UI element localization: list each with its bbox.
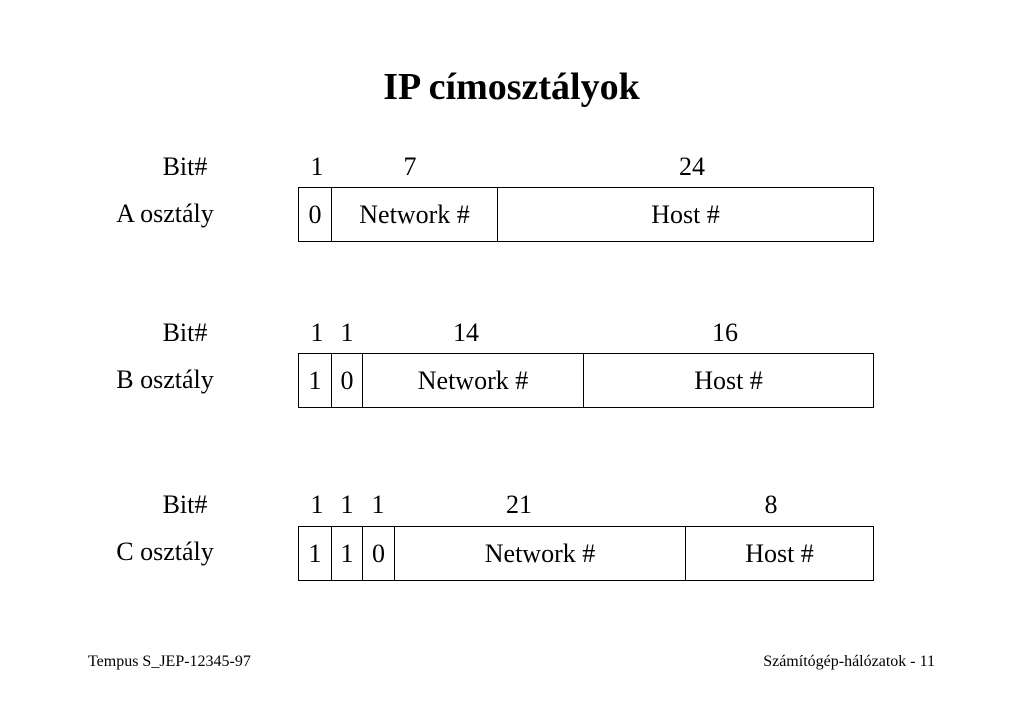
network-field-cell: Network #: [331, 188, 497, 241]
leading-bit-cell: 1: [308, 365, 322, 395]
bit-count: 21: [506, 490, 532, 519]
bit-count: 1: [310, 152, 324, 181]
bit-count: 24: [679, 152, 705, 181]
bit-count: 16: [712, 318, 738, 347]
leading-bit-cell: 1: [331, 527, 362, 580]
bit-count: 8: [764, 490, 778, 519]
host-field-cell: Host #: [583, 354, 873, 407]
bit-count: 1: [340, 318, 354, 347]
address-format-box: 0 Network # Host #: [298, 187, 874, 242]
footer-left: Tempus S_JEP-12345-97: [88, 653, 251, 670]
bit-count: 14: [453, 318, 479, 347]
class-label: A osztály: [116, 199, 214, 228]
host-field-cell: Host #: [497, 188, 873, 241]
class-label: B osztály: [116, 365, 214, 394]
leading-bit-cell: 0: [362, 527, 394, 580]
bit-count: 1: [310, 490, 324, 519]
bit-label: Bit#: [162, 152, 208, 181]
bit-label: Bit#: [162, 318, 208, 347]
leading-bit-cell: 0: [308, 199, 322, 229]
bit-label: Bit#: [162, 490, 208, 519]
class-a-section: Bit# 1 7 24 A osztály 0 Network # Host #: [0, 152, 1023, 252]
leading-bit-cell: 0: [331, 354, 362, 407]
bit-count: 1: [310, 318, 324, 347]
bit-count: 7: [403, 152, 417, 181]
bit-count: 1: [340, 490, 354, 519]
bit-count: 1: [371, 490, 385, 519]
network-field-cell: Network #: [362, 354, 583, 407]
class-label: C osztály: [116, 537, 214, 566]
leading-bit-cell: 1: [308, 538, 322, 568]
footer-right: Számítógép-hálózatok - 11: [763, 653, 935, 670]
address-format-box: 1 0 Network # Host #: [298, 353, 874, 408]
class-b-section: Bit# 1 1 14 16 B osztály 1 0 Network # H…: [0, 318, 1023, 418]
network-field-cell: Network #: [394, 527, 685, 580]
slide-title: IP címosztályok: [383, 66, 640, 108]
address-format-box: 1 1 0 Network # Host #: [298, 526, 874, 581]
class-c-section: Bit# 1 1 1 21 8 C osztály 1 1 0 Network …: [0, 490, 1023, 590]
host-field-cell: Host #: [685, 527, 873, 580]
